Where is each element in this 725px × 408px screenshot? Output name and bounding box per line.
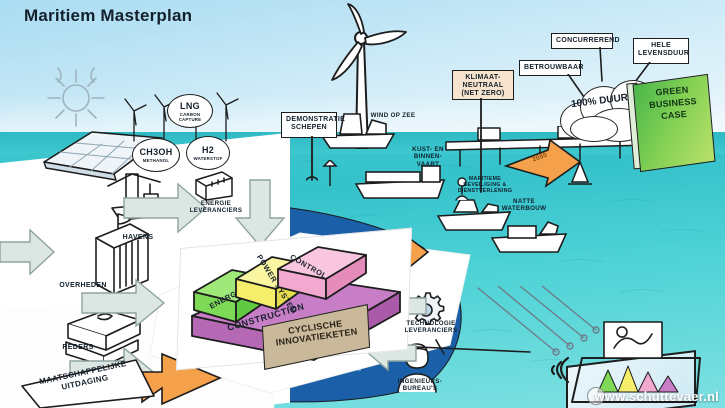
wifi-icon xyxy=(550,356,570,384)
kust-binnenvaart-label: KUST- EN BINNEN- VAART xyxy=(412,146,444,168)
buoy-icon xyxy=(568,159,592,185)
arrow-incoming-left xyxy=(0,228,56,276)
arrow-havens-to-cube xyxy=(123,182,208,234)
green-business-case-label: GREEN BUSINESS CASE xyxy=(648,84,698,122)
methanol-bubble: CH3OH METHANOL xyxy=(132,138,180,172)
ship-wind-install-icon xyxy=(320,113,396,149)
methanol-bubble-title: CH3OH xyxy=(139,147,173,157)
arrow-2050 xyxy=(504,138,582,188)
lng-bubble: LNG CARBON CAPTURE xyxy=(167,94,213,128)
reders-label: REDERS xyxy=(62,344,94,351)
hydrogen-bubble-title: H2 xyxy=(201,145,215,155)
hydrogen-bubble-sub: WATERSTOF xyxy=(193,156,223,161)
ship-dredger-icon xyxy=(490,221,568,253)
solar-panel-icon xyxy=(43,131,163,181)
ship-cargo-icon xyxy=(354,165,446,199)
laptop-outline-icon xyxy=(571,357,701,403)
lng-bubble-title: LNG xyxy=(180,100,200,111)
ingenieursbureaus-label: INGENIEURS- BUREAU'S xyxy=(397,378,443,393)
monitor-icon xyxy=(603,321,663,359)
page-title: Maritiem Masterplan xyxy=(24,6,193,25)
watermark-badge-icon xyxy=(587,387,605,405)
natte-waterbouw-label: NATTE WATERBOUW xyxy=(501,198,547,213)
hydrogen-bubble: H2 WATERSTOF xyxy=(186,136,230,170)
watermark-url: www.schuttevaer.nl xyxy=(594,389,719,404)
government-building-icon xyxy=(95,213,149,295)
concurrerend-leader-line xyxy=(599,47,603,82)
channel-marker-icon xyxy=(322,160,338,186)
maatschappelijke-uitdaging-paper xyxy=(21,359,155,408)
demonstratie-schepen-callout: DEMONSTRATIE SCHEPEN xyxy=(281,112,345,138)
signal-rays-icon xyxy=(477,286,600,356)
callout-pole-demonstratie xyxy=(306,136,318,181)
arrow-energie-to-cube xyxy=(234,179,286,248)
klimaatneutraal-callout: KLIMAAT- NEUTRAAL (NET ZERO) xyxy=(452,70,514,100)
engineer-person-icon xyxy=(397,343,437,393)
technologie-leveranciers-label: TECHNOLOGIE LEVERANCIERS xyxy=(404,320,458,335)
ship-service-vessel-icon xyxy=(436,199,512,231)
overheden-label: OVERHEDEN xyxy=(59,282,107,289)
battery-icon xyxy=(195,171,233,201)
control-block xyxy=(277,246,367,300)
maritieme-dienstverlening-label: MARITIEME BEVEILIGING & DIENSTVERLENING xyxy=(457,176,513,195)
energie-leveranciers-label: ENERGIE LEVERANCIERS xyxy=(189,200,243,215)
callout-pole-klimaat xyxy=(480,98,482,193)
betrouwbaar-callout: BETROUWBAAR xyxy=(519,60,583,76)
havens-label: HAVENS xyxy=(122,234,154,241)
hele-levensduur-callout: HELE LEVENSDUUR xyxy=(633,38,689,64)
sun-icon xyxy=(47,67,105,127)
arrow-overheden-to-cube xyxy=(81,278,166,328)
lng-bubble-sub: CARBON CAPTURE xyxy=(178,111,202,122)
concurrerend-callout: CONCURREREND xyxy=(551,33,620,49)
wind-op-zee-label: WIND OP ZEE xyxy=(370,112,416,119)
methanol-bubble-sub: METHANOL xyxy=(142,158,170,163)
person-figure-icon xyxy=(455,177,469,201)
